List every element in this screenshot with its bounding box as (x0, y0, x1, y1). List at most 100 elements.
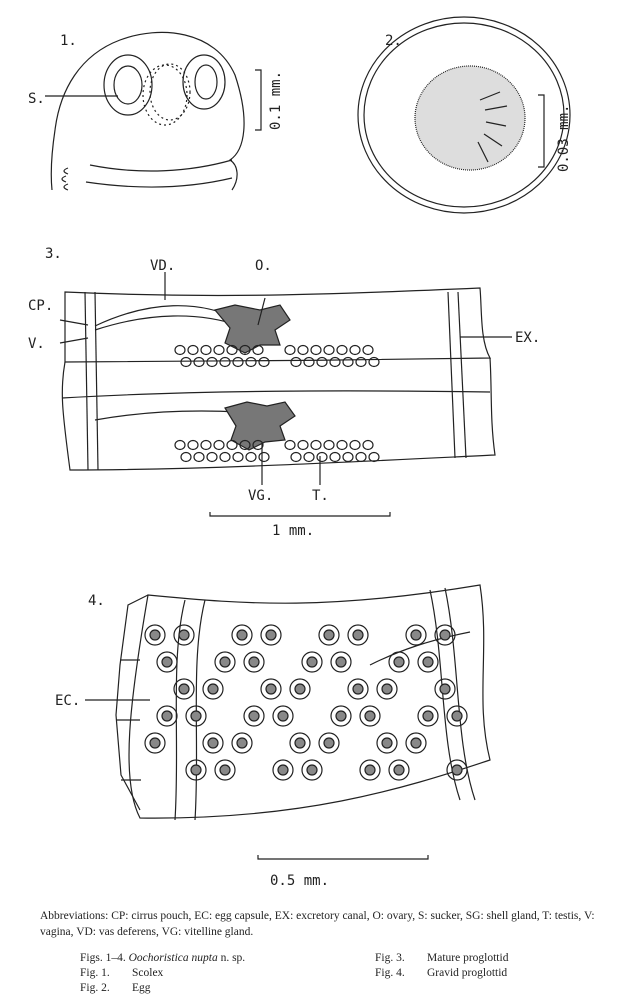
fig4-scale-label: 0.5 mm. (270, 873, 329, 889)
fig3-label-v: V. (28, 336, 45, 352)
egg-capsule-mark (272, 705, 294, 727)
captions-right: Fig. 3.Mature proglottid Fig. 4.Gravid p… (375, 951, 508, 981)
egg-capsule-mark (243, 651, 265, 673)
testis-mark (310, 344, 322, 356)
testis-mark (193, 356, 205, 368)
fig1-label-sucker: S. (28, 91, 45, 107)
egg-capsule-mark (376, 678, 398, 700)
testis-mark (368, 451, 380, 463)
egg-capsule-mark (347, 624, 369, 646)
egg-capsule-mark (405, 732, 427, 754)
egg-embryo-mark (236, 737, 248, 749)
testis-mark (336, 439, 348, 451)
testis-mark (329, 451, 341, 463)
egg-embryo-mark (294, 683, 306, 695)
testis-mark (303, 451, 315, 463)
egg-capsule-mark (243, 705, 265, 727)
egg-embryo-mark (248, 656, 260, 668)
testis-mark (200, 439, 212, 451)
egg-embryo-mark (323, 629, 335, 641)
fig1-scolex-drawing (45, 31, 262, 191)
testis-mark (226, 344, 238, 356)
egg-embryo-mark (265, 629, 277, 641)
egg-embryo-mark (190, 710, 202, 722)
egg-embryo-mark (207, 683, 219, 695)
egg-capsule-mark (173, 624, 195, 646)
egg-capsule-mark (417, 651, 439, 673)
egg-capsule-mark (231, 624, 253, 646)
testis-mark (252, 344, 264, 356)
fig3-number: 3. (45, 246, 62, 262)
egg-capsule-mark (359, 759, 381, 781)
testis-mark (284, 439, 296, 451)
egg-capsule-mark (202, 732, 224, 754)
testis-mark (297, 344, 309, 356)
testis-mark (187, 439, 199, 451)
egg-capsule-mark (405, 624, 427, 646)
fig2-egg-drawing (357, 16, 571, 214)
testis-mark (187, 344, 199, 356)
egg-capsule-mark (214, 651, 236, 673)
testis-mark (180, 451, 192, 463)
egg-embryo-mark (248, 710, 260, 722)
testis-mark (219, 356, 231, 368)
testis-mark (239, 439, 251, 451)
testis-mark (329, 356, 341, 368)
testis-mark (252, 439, 264, 451)
egg-embryo-mark (451, 710, 463, 722)
testis-mark (297, 439, 309, 451)
testis-mark (336, 344, 348, 356)
egg-capsule-mark (318, 624, 340, 646)
fig3-scale-label: 1 mm. (272, 523, 314, 539)
egg-embryo-mark (161, 710, 173, 722)
egg-capsule-mark (330, 651, 352, 673)
egg-capsule-mark (359, 705, 381, 727)
egg-capsule-mark (376, 732, 398, 754)
egg-embryo-mark (335, 656, 347, 668)
caption-fig1: Fig. 1.Scolex (80, 967, 164, 979)
egg-capsule-mark (144, 732, 166, 754)
egg-embryo-mark (149, 737, 161, 749)
egg-embryo-mark (219, 764, 231, 776)
egg-capsule-mark (388, 759, 410, 781)
fig1-number: 1. (60, 33, 77, 49)
egg-embryo-mark (190, 764, 202, 776)
testis-mark (368, 356, 380, 368)
egg-embryo-mark (219, 656, 231, 668)
testis-mark (323, 344, 335, 356)
egg-capsule-mark (347, 678, 369, 700)
egg-embryo-mark (422, 656, 434, 668)
testis-mark (239, 344, 251, 356)
fig2-scale-label: 0.03 mm. (556, 105, 572, 172)
egg-embryo-mark (422, 710, 434, 722)
egg-capsule-mark (301, 651, 323, 673)
testis-mark (232, 356, 244, 368)
egg-capsule-mark (434, 678, 456, 700)
egg-embryo-mark (178, 683, 190, 695)
egg-capsule-mark (173, 678, 195, 700)
egg-embryo-mark (335, 710, 347, 722)
testis-mark (290, 356, 302, 368)
egg-embryo-mark (364, 710, 376, 722)
testis-mark (193, 451, 205, 463)
testis-mark (310, 439, 322, 451)
caption-fig4: Fig. 4.Gravid proglottid (375, 967, 508, 979)
testis-mark (245, 356, 257, 368)
testis-mark (219, 451, 231, 463)
egg-capsule-mark (272, 759, 294, 781)
egg-embryo-mark (439, 629, 451, 641)
testis-mark (342, 451, 354, 463)
testis-mark (316, 356, 328, 368)
caption-fig2: Fig. 2.Egg (80, 982, 151, 994)
caption-title: Figs. 1–4. Oochoristica nupta n. sp. (80, 952, 246, 964)
testis-mark (355, 356, 367, 368)
egg-embryo-mark (161, 656, 173, 668)
testis-mark (226, 439, 238, 451)
egg-capsule-mark (434, 624, 456, 646)
testis-mark (174, 439, 186, 451)
egg-capsule-mark (156, 705, 178, 727)
testis-mark (200, 344, 212, 356)
egg-embryo-mark (364, 764, 376, 776)
fig2-number: 2. (385, 33, 402, 49)
egg-embryo-mark (410, 629, 422, 641)
